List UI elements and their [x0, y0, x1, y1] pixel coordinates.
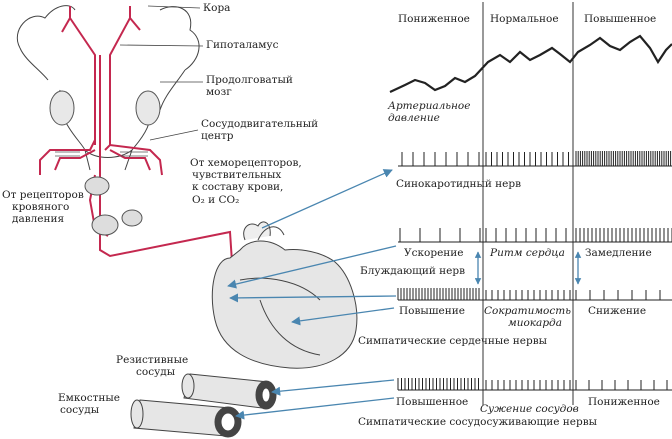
label-capacitive-vessels-2: сосуды [60, 404, 100, 416]
resistive-vessel [181, 373, 277, 410]
label-myocardial-contractility-2: миокарда [508, 317, 562, 329]
label-arterial-pressure-2: давление [388, 112, 440, 124]
brain-outline [16, 5, 200, 171]
label-vasomotor-centre-2: центр [201, 130, 234, 142]
label-contractility-decrease: Снижение [588, 305, 647, 317]
arrow-vaso-to-resistive [271, 379, 395, 396]
label-baroreceptors-3: давления [12, 213, 65, 225]
label-carotid-sinus-nerve: Синокаротидный нерв [396, 178, 522, 190]
sympathetic-cardiac-trace [397, 288, 672, 301]
thalamus-nuclei [49, 90, 161, 126]
signal-arrows [227, 169, 582, 420]
label-hypothalamus: Гипоталамус [206, 39, 279, 51]
arrow-vagus-to-heart [227, 245, 397, 289]
label-vasomotor-centre: Сосудодвигательный [201, 118, 319, 130]
label-resistive-vessels-2: сосуды [136, 366, 176, 378]
label-capacitive-vessels: Емкостные [58, 392, 120, 404]
label-arterial-pressure: Артериальное [388, 100, 471, 112]
arterial-pressure-trace [389, 34, 672, 93]
label-vasoconstriction: Сужение сосудов [480, 403, 579, 415]
arrow-contractility-to-heart [291, 307, 395, 326]
label-chemoreceptors-2: чувствительных [192, 169, 282, 181]
label-tone-increased: Повышенное [396, 396, 469, 408]
brain-leaders [119, 5, 204, 141]
capacitive-vessel [130, 399, 242, 438]
arrow-cardiac-to-heart [229, 293, 397, 303]
centre-crosshatch [55, 151, 148, 157]
label-chemoreceptors-4: O₂ и CO₂ [192, 194, 240, 206]
arrow-vaso-to-capacitive [235, 397, 395, 420]
label-cortex: Кора [203, 2, 231, 14]
label-chemoreceptors-3: к составу крови, [192, 181, 284, 193]
label-medulla: Продолговатый [206, 74, 293, 86]
label-heart-rhythm: Ритм сердца [490, 247, 565, 259]
label-sympathetic-vasoconstrictor: Симпатические сосудосуживающие нервы [358, 416, 598, 428]
label-myocardial-contractility: Сократимость [484, 305, 571, 317]
vagus-nerve-trace [398, 228, 672, 243]
label-vagus-nerve: Блуждающий нерв [360, 265, 466, 277]
label-baroreceptors: От рецепторов [2, 189, 84, 201]
label-resistive-vessels: Резистивные [116, 354, 189, 366]
sympathetic-vasoconstrictor-trace [397, 378, 672, 391]
label-medulla-2: мозг [206, 86, 232, 98]
header-normal-pressure: Нормальное [490, 13, 559, 25]
label-chemoreceptors: От хеморецепторов, [190, 157, 302, 169]
label-rate-decrease: Замедление [585, 247, 652, 259]
carotid-sinus-ganglia [84, 176, 143, 236]
arrow-heart-to-carotid [261, 169, 393, 229]
label-baroreceptors-2: кровяного [12, 201, 70, 213]
section-dividers [482, 2, 574, 405]
header-low-pressure: Пониженное [398, 13, 470, 25]
label-contractility-increase: Повышение [399, 305, 465, 317]
label-rate-increase: Ускорение [404, 247, 464, 259]
header-high-pressure: Повышенное [584, 13, 657, 25]
heart-illustration [211, 221, 358, 369]
label-sympathetic-cardiac: Симпатические сердечные нервы [358, 335, 547, 347]
carotid-sinus-nerve-trace [398, 151, 672, 167]
label-tone-decreased: Пониженное [588, 396, 660, 408]
